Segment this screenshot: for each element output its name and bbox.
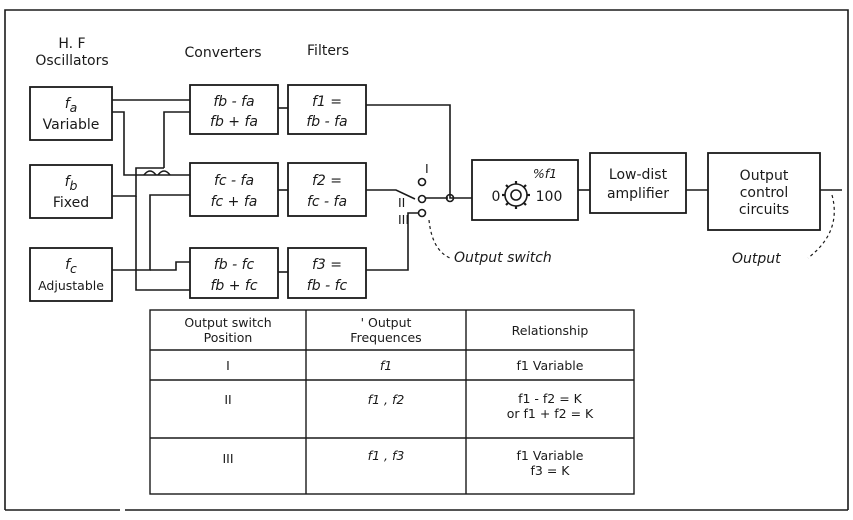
row-2-relationship-line1: f1 - f2 = K	[518, 391, 583, 406]
row-2-relationship-line2: or f1 + f2 = K	[507, 406, 594, 421]
osc-a-label: Variable	[43, 117, 100, 133]
switch-contact-2	[417, 194, 427, 204]
filter-3-line1: f3 =	[312, 257, 342, 273]
osc-c-label: Adjustable	[38, 278, 104, 293]
amplifier-line1: Low-dist	[609, 167, 668, 183]
table-header-position-line1: Output switch	[184, 315, 271, 330]
svg-text:fc: fc	[65, 257, 77, 276]
filter-2: f2 = fc - fa	[287, 162, 367, 217]
oscillator-variable: fa Variable	[29, 86, 113, 141]
output-control-circuits: Output control circuits	[707, 152, 821, 231]
header-converters: Converters	[184, 45, 261, 61]
row-2-frequencies: f1 , f2	[368, 392, 405, 407]
output-leader	[807, 194, 835, 259]
converter-1-line2: fb + fa	[210, 114, 258, 130]
low-dist-amplifier: Low-dist amplifier	[589, 152, 687, 214]
attenuator-dial: %f1 0 100	[471, 159, 579, 221]
dial-right-label: 100	[536, 189, 563, 205]
oscillator-fixed: fb Fixed	[29, 164, 113, 219]
filter-3-line2: fb - fc	[307, 278, 348, 294]
osc-b-label: Fixed	[53, 195, 89, 211]
switch-position-1: I	[425, 161, 429, 176]
switch-position-2: II	[398, 195, 405, 210]
switch-contact-1	[417, 177, 427, 187]
row-2-position: II	[224, 392, 231, 407]
oscillator-adjustable: fc Adjustable	[29, 247, 113, 302]
converter-filter-wiring	[278, 107, 288, 273]
row-3-frequencies: f1 , f3	[368, 448, 405, 463]
converter-3-line1: fb - fc	[214, 257, 255, 273]
row-1-relationship: f1 Variable	[517, 358, 584, 373]
converter-2-line2: fc + fa	[211, 194, 258, 210]
converter-3: fb - fc fb + fc	[189, 247, 279, 299]
row-3-relationship-line1: f1 Variable	[517, 448, 584, 463]
amplifier-line2: amplifier	[607, 186, 669, 202]
row-3-relationship-line2: f3 = K	[531, 463, 571, 478]
converter-3-line2: fb + fc	[210, 278, 257, 294]
filter-1-line2: fb - fa	[306, 114, 347, 130]
output-control-line1: Output	[740, 168, 789, 184]
header-oscillators-line2: Oscillators	[35, 53, 108, 69]
dial-knob-icon	[502, 181, 530, 209]
output-control-line2: control	[740, 185, 789, 201]
osc-a-symbol: f	[65, 96, 72, 112]
table-header-frequencies-line1: ' Output	[361, 315, 412, 330]
output-switch-leader	[428, 219, 451, 259]
dial-left-label: 0	[492, 189, 501, 205]
svg-text:fb: fb	[65, 174, 78, 193]
row-1-position: I	[226, 358, 230, 373]
filter-2-line2: fc - fa	[307, 194, 347, 210]
oscillator-wiring	[112, 99, 190, 291]
switch-position-3: III	[398, 212, 409, 227]
table-header-position-line2: Position	[204, 330, 253, 345]
osc-c-symbol: f	[65, 257, 72, 273]
filter-2-line1: f2 =	[312, 173, 342, 189]
osc-a-sub: a	[70, 100, 78, 115]
output-label: Output	[732, 251, 781, 267]
diagram-border	[4, 9, 849, 510]
filter-3: f3 = fb - fc	[287, 247, 367, 299]
header-oscillators-line1: H. F	[58, 36, 85, 52]
dial-top-label: %f1	[533, 166, 557, 181]
osc-b-symbol: f	[65, 174, 72, 190]
output-switch-label: Output switch	[454, 250, 552, 266]
converter-1: fb - fa fb + fa	[189, 84, 279, 135]
table-header-relationship: Relationship	[512, 323, 589, 338]
header-filters: Filters	[307, 43, 349, 59]
table-header-frequencies-line2: Frequences	[350, 330, 421, 345]
osc-b-sub: b	[70, 178, 78, 193]
osc-c-sub: c	[70, 261, 77, 276]
row-1-frequencies: f1	[380, 358, 392, 373]
switch-contact-3	[417, 208, 427, 218]
output-control-line3: circuits	[739, 202, 789, 218]
filter-1-line1: f1 =	[312, 94, 342, 110]
converter-1-line1: fb - fa	[213, 94, 254, 110]
switch-wiring	[366, 104, 472, 271]
relationship-table: Output switch Position ' Output Frequenc…	[149, 309, 635, 495]
filter-1: f1 = fb - fa	[287, 84, 367, 135]
converter-2-line1: fc - fa	[214, 173, 254, 189]
row-3-position: III	[222, 451, 233, 466]
output-switch: I II III	[398, 161, 455, 227]
switch-common	[445, 193, 455, 203]
converter-2: fc - fa fc + fa	[189, 162, 279, 217]
svg-text:fa: fa	[65, 96, 78, 115]
